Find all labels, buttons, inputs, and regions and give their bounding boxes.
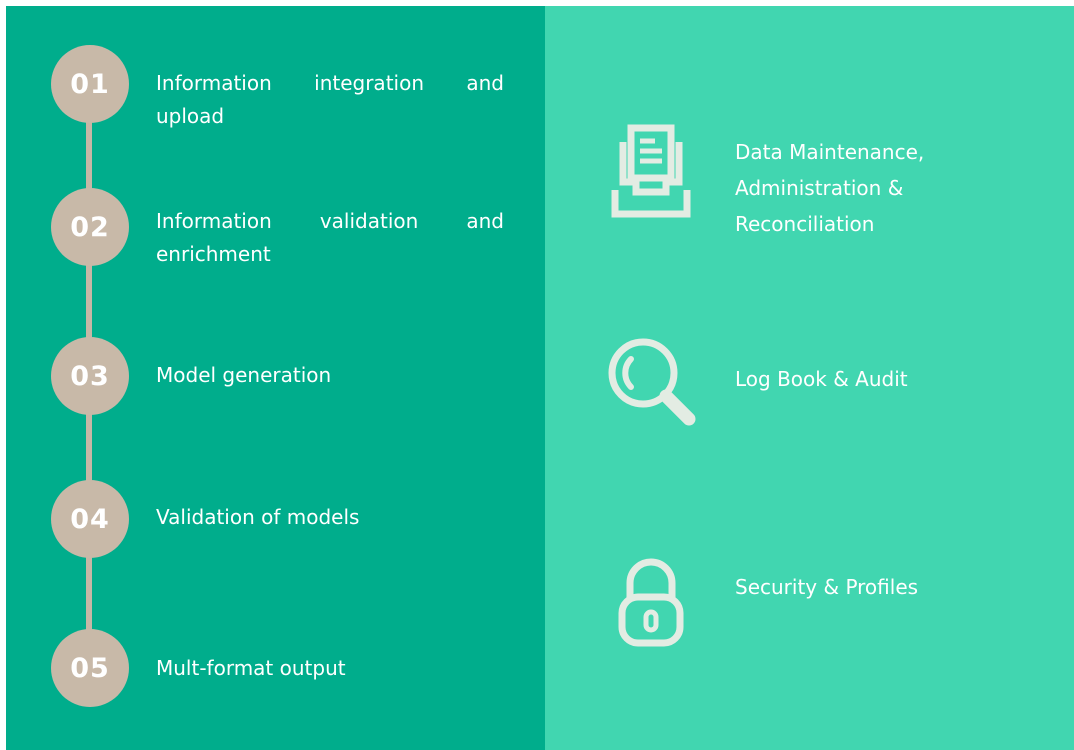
step-number-badge: 03 xyxy=(51,337,129,415)
step-label: Validation of models xyxy=(156,505,360,529)
step-label: Mult-format output xyxy=(156,656,346,680)
feature-label: Data Maintenance, Administration & Recon… xyxy=(735,140,925,236)
inbox-document-icon xyxy=(596,115,706,225)
step-label: Model generation xyxy=(156,363,332,387)
padlock-icon xyxy=(596,546,706,656)
step-label: Information integration and upload xyxy=(156,71,504,128)
step-number-badge: 05 xyxy=(51,629,129,707)
feature-label: Log Book & Audit xyxy=(735,367,908,391)
magnifier-icon xyxy=(596,326,706,436)
feature-label: Security & Profiles xyxy=(735,575,919,599)
step-number-badge: 04 xyxy=(51,480,129,558)
step-number-badge: 02 xyxy=(51,188,129,266)
step-number-badge: 01 xyxy=(51,45,129,123)
step-label: Information validation and enrichment xyxy=(156,209,504,266)
